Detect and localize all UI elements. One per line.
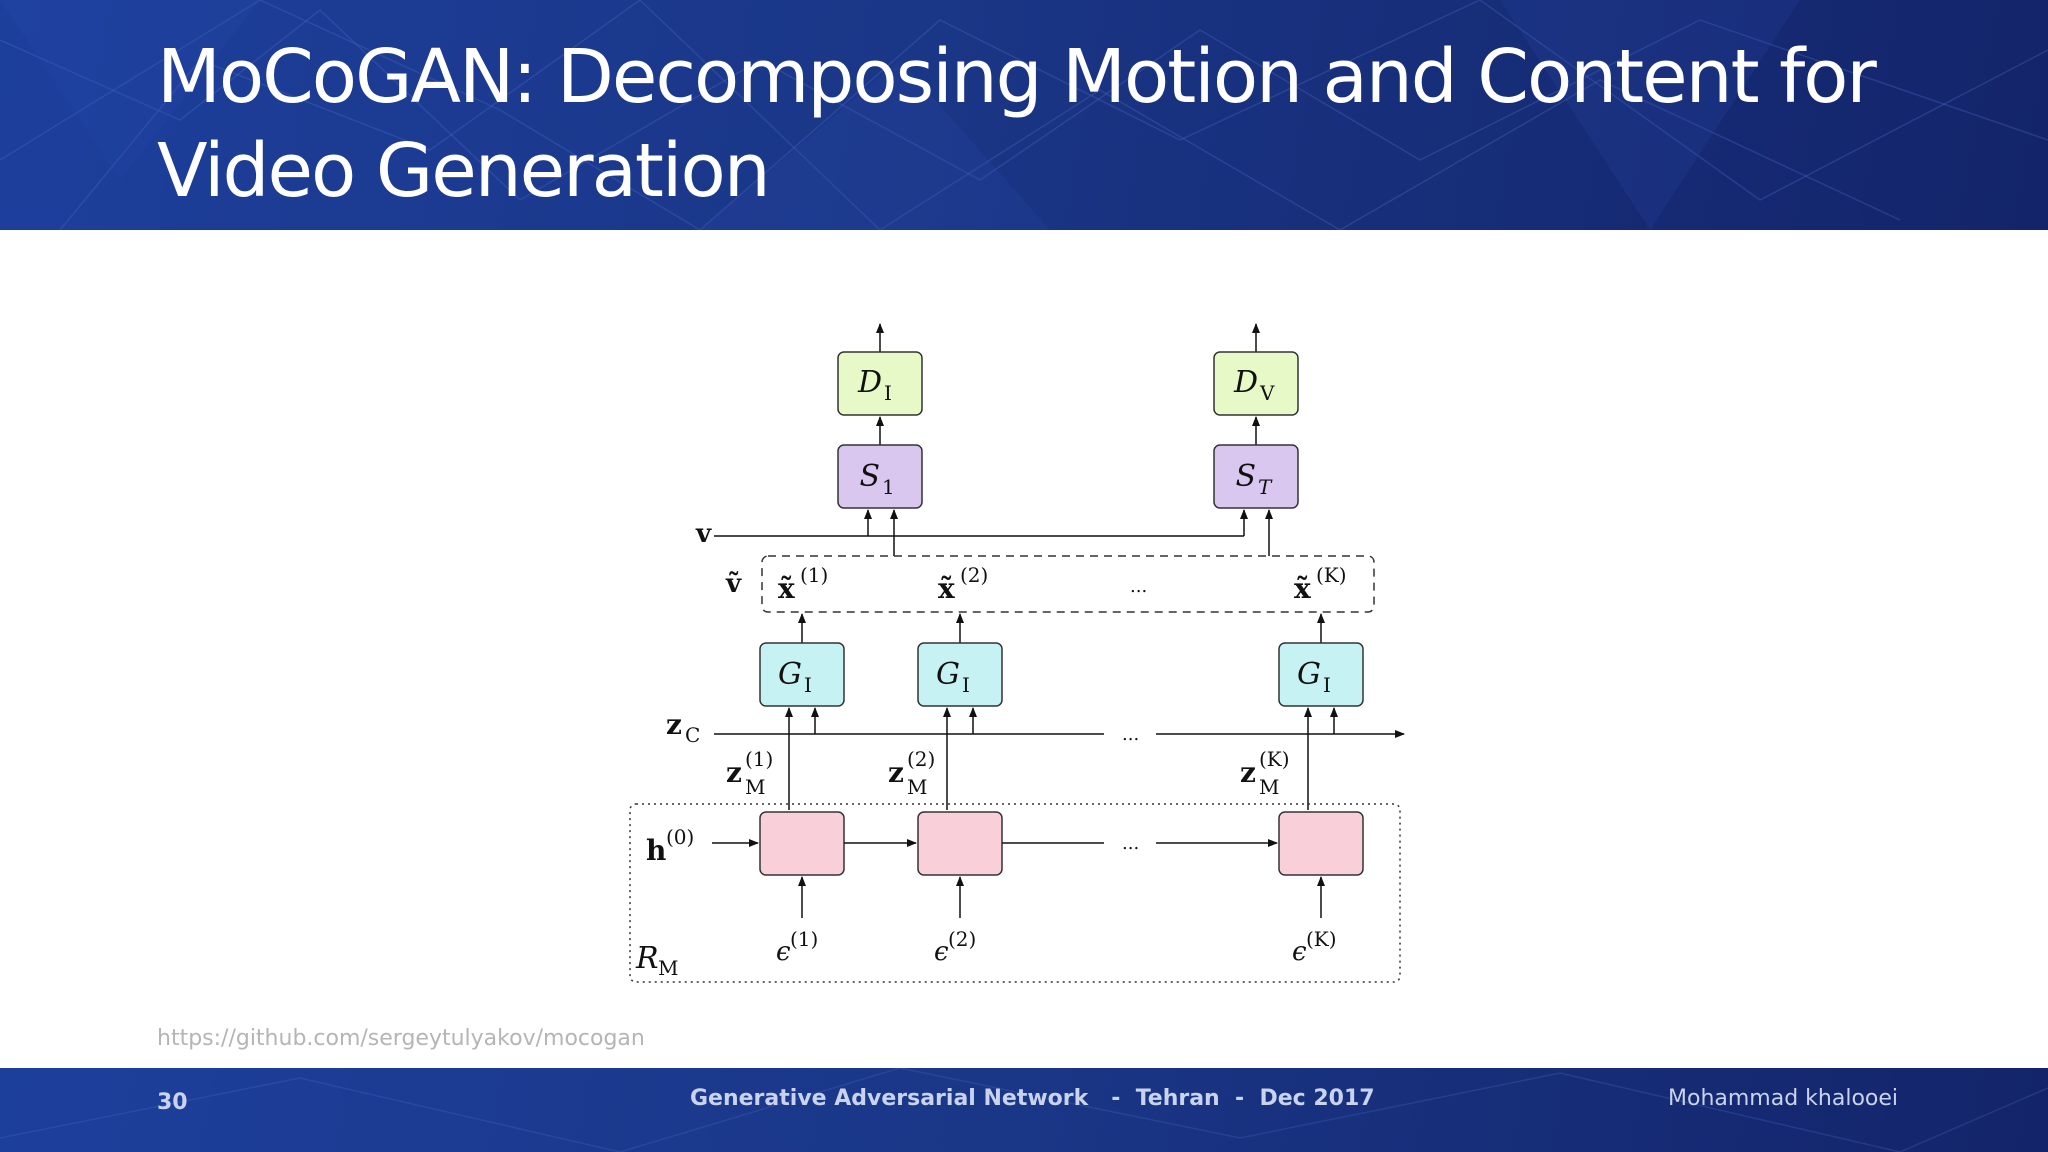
footer-center-text: Generative Adversarial Network - Tehran …	[690, 1086, 1375, 1111]
slide-title-line-2: Video Generation	[157, 128, 771, 214]
footer-banner: 30 Generative Adversarial Network - Tehr…	[0, 1068, 2048, 1152]
generator-2: G I	[917, 642, 1003, 707]
recurrent-cell-1	[759, 811, 845, 876]
svg-text:z: z	[1240, 756, 1256, 789]
slide-title-line-1: MoCoGAN: Decomposing Motion and Content …	[157, 34, 1877, 120]
source-link[interactable]: https://github.com/sergeytulyakov/mocoga…	[157, 1026, 645, 1051]
svg-text:ϵ: ϵ	[934, 937, 949, 967]
svg-text:M: M	[1259, 775, 1279, 799]
svg-text:(1): (1)	[800, 563, 828, 587]
noise-k: ϵ (K)	[1292, 927, 1337, 967]
svg-text:(2): (2)	[960, 563, 988, 587]
noise-2: ϵ (2)	[934, 927, 976, 967]
svg-text:h: h	[646, 834, 666, 867]
svg-text:V: V	[1259, 381, 1275, 405]
recurrent-ellipsis: ...	[1122, 833, 1139, 854]
svg-text:1: 1	[882, 475, 895, 499]
svg-text:D: D	[857, 365, 882, 400]
svg-text:ϵ: ϵ	[776, 937, 791, 967]
label-h0: h (0)	[646, 825, 694, 867]
header-texture	[0, 0, 2048, 230]
svg-text:I: I	[1323, 673, 1331, 697]
svg-text:(1): (1)	[790, 927, 818, 951]
svg-text:(K): (K)	[1316, 563, 1347, 587]
discriminator-video: D V	[1213, 351, 1299, 416]
page-number: 30	[157, 1090, 188, 1115]
svg-text:G: G	[778, 657, 802, 692]
svg-text:z: z	[666, 708, 682, 741]
svg-text:I: I	[962, 673, 970, 697]
svg-text:x̃: x̃	[1294, 572, 1311, 605]
svg-text:G: G	[936, 657, 960, 692]
author-name: Mohammad khalooei	[1668, 1086, 1899, 1111]
svg-text:z: z	[888, 756, 904, 789]
zc-ellipsis: ...	[1122, 724, 1139, 745]
sampler-s1: S 1	[837, 444, 923, 509]
frame-1: x̃ (1)	[778, 563, 828, 605]
discriminator-image: D I	[837, 351, 923, 416]
svg-text:I: I	[804, 673, 812, 697]
svg-text:(1): (1)	[745, 747, 773, 771]
generator-k: G I	[1278, 642, 1364, 707]
svg-text:I: I	[884, 381, 892, 405]
recurrent-network-container	[629, 803, 1401, 983]
generated-video-container	[761, 555, 1375, 613]
svg-text:C: C	[685, 723, 700, 747]
label-rm: R M	[635, 941, 678, 980]
frame-k: x̃ (K)	[1294, 563, 1347, 605]
slide-title: MoCoGAN: Decomposing Motion and Content …	[157, 30, 1957, 218]
label-zc: z C	[666, 708, 700, 747]
motion-code-k: z M (K)	[1240, 747, 1290, 799]
svg-text:(2): (2)	[907, 747, 935, 771]
recurrent-cell-k	[1278, 811, 1364, 876]
motion-code-2: z M (2)	[888, 747, 935, 799]
svg-text:S: S	[1235, 459, 1256, 494]
frame-2: x̃ (2)	[938, 563, 988, 605]
svg-text:(K): (K)	[1306, 927, 1337, 951]
sampler-st: S T	[1213, 444, 1299, 509]
recurrent-cell-2	[917, 811, 1003, 876]
svg-text:(K): (K)	[1259, 747, 1290, 771]
svg-text:R: R	[635, 941, 659, 976]
frames-ellipsis: ...	[1130, 576, 1147, 597]
svg-text:T: T	[1258, 475, 1273, 499]
svg-text:x̃: x̃	[778, 572, 795, 605]
noise-1: ϵ (1)	[776, 927, 818, 967]
svg-text:G: G	[1297, 657, 1321, 692]
header-banner: MoCoGAN: Decomposing Motion and Content …	[0, 0, 2048, 230]
svg-text:S: S	[859, 459, 880, 494]
mocogan-architecture-diagram: D I D V S 1 S T v ṽ x̃ (1) x̃ (2) ... x̃…	[629, 323, 1405, 983]
footer-texture	[0, 1068, 2048, 1152]
svg-text:x̃: x̃	[938, 572, 955, 605]
motion-code-1: z M (1)	[726, 747, 773, 799]
svg-text:(0): (0)	[666, 825, 694, 849]
svg-text:M: M	[745, 775, 765, 799]
svg-text:M: M	[907, 775, 927, 799]
label-v-tilde: ṽ	[725, 569, 742, 599]
svg-text:z: z	[726, 756, 742, 789]
generator-1: G I	[759, 642, 845, 707]
svg-text:(2): (2)	[948, 927, 976, 951]
label-v: v	[695, 519, 712, 549]
svg-text:D: D	[1233, 365, 1258, 400]
svg-text:ϵ: ϵ	[1292, 937, 1307, 967]
svg-text:M: M	[658, 956, 678, 980]
